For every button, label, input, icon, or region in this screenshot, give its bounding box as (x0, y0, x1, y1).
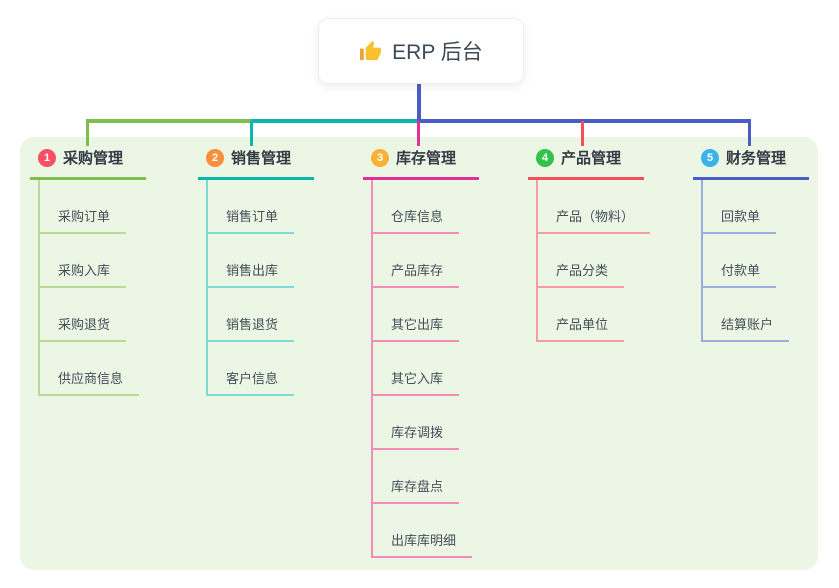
root-node[interactable]: ERP 后台 (318, 18, 524, 84)
node-item[interactable]: 供应商信息 (40, 342, 140, 396)
branch-finance-management: 5 财务管理 回款单 付款单 结算账户 (693, 145, 809, 342)
node-item[interactable]: 付款单 (703, 234, 777, 288)
branch-product-management: 4 产品管理 产品（物料） 产品分类 产品单位 (528, 145, 651, 342)
branch-label: 采购管理 (63, 150, 124, 167)
branch-children: 回款单 付款单 结算账户 (701, 180, 790, 342)
node-item[interactable]: 仓库信息 (373, 180, 460, 234)
connector-bus-green (86, 119, 251, 123)
branch-sales-management: 2 销售管理 销售订单 销售出库 销售退货 客户信息 (198, 145, 314, 396)
branch-number-badge: 2 (206, 148, 224, 167)
branch-number-badge: 4 (536, 148, 554, 167)
node-item[interactable]: 产品（物料） (538, 180, 651, 234)
node-item[interactable]: 客户信息 (208, 342, 295, 396)
node-item[interactable]: 产品库存 (373, 234, 460, 288)
branch-header-product[interactable]: 4 产品管理 (528, 145, 644, 180)
connector-bus-teal (251, 119, 417, 123)
node-item[interactable]: 其它出库 (373, 288, 460, 342)
node-item[interactable]: 销售订单 (208, 180, 295, 234)
node-item[interactable]: 采购入库 (40, 234, 127, 288)
node-item[interactable]: 产品分类 (538, 234, 625, 288)
branch-children: 销售订单 销售出库 销售退货 客户信息 (206, 180, 295, 396)
node-item[interactable]: 结算账户 (703, 288, 790, 342)
connector-drop-purchase (86, 121, 89, 146)
node-item[interactable]: 出库库明细 (373, 504, 473, 558)
branch-label: 财务管理 (726, 150, 787, 167)
branch-label: 库存管理 (396, 150, 457, 167)
branch-inventory-management: 3 库存管理 仓库信息 产品库存 其它出库 其它入库 库存调拨 库存盘点 出库库… (363, 145, 479, 558)
node-item[interactable]: 销售退货 (208, 288, 295, 342)
node-item[interactable]: 采购退货 (40, 288, 127, 342)
node-item[interactable]: 销售出库 (208, 234, 295, 288)
branch-header-sales[interactable]: 2 销售管理 (198, 145, 314, 180)
branch-number-badge: 5 (701, 148, 719, 167)
branch-children: 产品（物料） 产品分类 产品单位 (536, 180, 651, 342)
branch-header-inventory[interactable]: 3 库存管理 (363, 145, 479, 180)
node-item[interactable]: 库存调拨 (373, 396, 460, 450)
root-node-label: ERP 后台 (392, 41, 483, 64)
connector-drop-sales (250, 121, 253, 146)
branch-children: 采购订单 采购入库 采购退货 供应商信息 (38, 180, 140, 396)
branch-label: 销售管理 (231, 150, 292, 167)
node-item[interactable]: 产品单位 (538, 288, 625, 342)
connector-bus-blue (417, 119, 751, 123)
canvas-panel (20, 137, 818, 570)
connector-drop-inventory (417, 121, 420, 146)
connector-drop-product (581, 121, 584, 146)
node-item[interactable]: 其它入库 (373, 342, 460, 396)
branch-header-purchase[interactable]: 1 采购管理 (30, 145, 146, 180)
branch-children: 仓库信息 产品库存 其它出库 其它入库 库存调拨 库存盘点 出库库明细 (371, 180, 473, 558)
branch-purchase-management: 1 采购管理 采购订单 采购入库 采购退货 供应商信息 (30, 145, 146, 396)
branch-label: 产品管理 (561, 150, 622, 167)
thumbs-up-icon (360, 40, 382, 60)
branch-number-badge: 1 (38, 148, 56, 167)
node-item[interactable]: 采购订单 (40, 180, 127, 234)
node-item[interactable]: 库存盘点 (373, 450, 460, 504)
branch-header-finance[interactable]: 5 财务管理 (693, 145, 809, 180)
connector-root-line (417, 83, 421, 123)
node-item[interactable]: 回款单 (703, 180, 777, 234)
branch-number-badge: 3 (371, 148, 389, 167)
connector-drop-finance (748, 121, 751, 146)
